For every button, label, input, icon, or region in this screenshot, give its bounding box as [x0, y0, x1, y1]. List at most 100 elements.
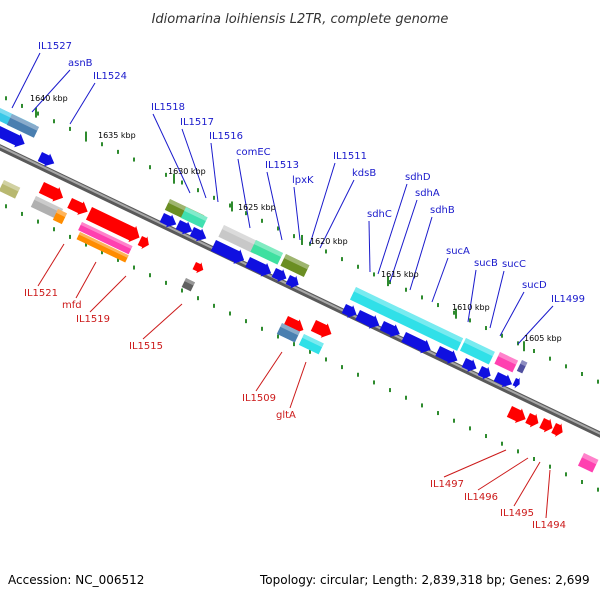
label-leader [293, 186, 301, 241]
gene-label-forward: sucC [502, 259, 526, 270]
gene-label-forward: asnB [68, 58, 93, 69]
gene-labels: IL1527asnBIL1524IL1518IL1517IL1516comECI… [24, 41, 585, 531]
gene-box [250, 240, 284, 265]
tick-label: 1630 kbp [168, 167, 206, 176]
tick-label: 1620 kbp [310, 237, 348, 246]
gene-arrow [271, 268, 287, 282]
tick-label: 1615 kbp [381, 270, 419, 279]
gene-arrow [0, 126, 25, 148]
gene-arrow [189, 227, 207, 242]
gene-box [6, 114, 40, 138]
gene-label-forward: IL1517 [180, 117, 214, 128]
gene-arrow [493, 372, 513, 388]
tick-label: 1605 kbp [524, 334, 562, 343]
gene-box [276, 323, 301, 343]
label-leader [368, 220, 371, 273]
label-leader [377, 183, 408, 275]
gene-arrow [355, 310, 380, 329]
label-leader [467, 269, 477, 323]
gene-arrow [137, 236, 149, 249]
gene-arrow [461, 358, 477, 372]
gene-label-forward: IL1513 [265, 160, 299, 171]
label-leader [409, 216, 433, 291]
label-leader [431, 257, 449, 303]
gene-arrow [310, 320, 332, 338]
gene-label-forward: IL1511 [333, 151, 367, 162]
gene-label-reverse: IL1497 [430, 479, 464, 490]
gene-label-forward: sucB [474, 258, 498, 269]
gene-box [298, 334, 324, 355]
gene-arrow [85, 207, 140, 243]
gene-arrow [37, 152, 55, 167]
label-leader [31, 69, 71, 113]
gene-label-forward: lpxK [292, 175, 314, 186]
genome-backbone [0, 144, 600, 438]
gene-arrow [512, 377, 520, 389]
label-leader [152, 113, 191, 194]
label-leader [89, 275, 127, 313]
gene-arrow [192, 262, 204, 274]
label-leader [237, 158, 251, 229]
gene-box [78, 222, 133, 255]
gene-label-forward: comEC [236, 147, 271, 158]
gene-label-reverse: IL1494 [532, 520, 566, 531]
gene-arrow [38, 182, 64, 202]
gene-box [393, 308, 464, 351]
gene-box [180, 207, 208, 229]
topology-summary: Topology: circular; Length: 2,839,318 bp… [260, 573, 590, 587]
gene-label-forward: IL1518 [151, 102, 185, 113]
gene-label-reverse: IL1519 [76, 314, 110, 325]
gene-arrow [245, 257, 272, 277]
gene-box [218, 225, 261, 254]
gene-box [459, 338, 495, 365]
gene-arrow [210, 240, 245, 264]
gene-box [181, 278, 196, 292]
gene-label-forward: sucD [522, 280, 547, 291]
gene-box [30, 196, 64, 220]
label-leader [443, 449, 507, 478]
label-leader [266, 171, 283, 241]
tick-label: 1640 kbp [30, 94, 68, 103]
gene-arrow [435, 346, 458, 364]
label-leader [517, 305, 554, 345]
label-leader [69, 82, 96, 125]
gene-label-reverse: IL1521 [24, 288, 58, 299]
label-leader [289, 361, 307, 409]
gene-features [0, 108, 599, 473]
tick-label: 1610 kbp [452, 303, 490, 312]
label-leaders [11, 52, 554, 519]
gene-label-forward: sdhB [430, 205, 455, 216]
gene-label-reverse: mfd [62, 300, 82, 311]
gene-label-forward: IL1524 [93, 71, 127, 82]
label-leader [142, 303, 183, 340]
gene-arrow [401, 332, 431, 354]
gene-label-reverse: IL1495 [500, 508, 534, 519]
label-leader [75, 261, 97, 299]
label-leader [489, 270, 505, 329]
label-leader [513, 461, 541, 507]
map-title: Idiomarina loihiensis L2TR, complete gen… [152, 12, 449, 27]
label-leader [37, 243, 65, 287]
gene-box [52, 209, 68, 225]
gene-arrow [282, 316, 304, 334]
accession-text: Accession: NC_006512 [8, 573, 145, 587]
gene-arrow [525, 413, 539, 428]
tick-marks [5, 96, 599, 492]
gene-box [76, 232, 129, 263]
label-leader [319, 179, 355, 249]
gene-label-forward: IL1527 [38, 41, 72, 52]
gene-arrow [379, 321, 400, 338]
gene-arrow [477, 366, 491, 380]
gene-arrow [285, 275, 299, 289]
gene-box [516, 360, 528, 374]
label-leader [389, 199, 418, 283]
gene-arrow [175, 220, 193, 235]
gene-label-reverse: IL1515 [129, 341, 163, 352]
gene-label-forward: kdsB [352, 168, 376, 179]
gene-label-forward: sdhA [415, 188, 440, 199]
gene-arrow [67, 198, 88, 215]
gene-label-forward: sdhD [405, 172, 431, 183]
label-leader [181, 128, 207, 199]
gene-label-reverse: gltA [276, 410, 296, 421]
